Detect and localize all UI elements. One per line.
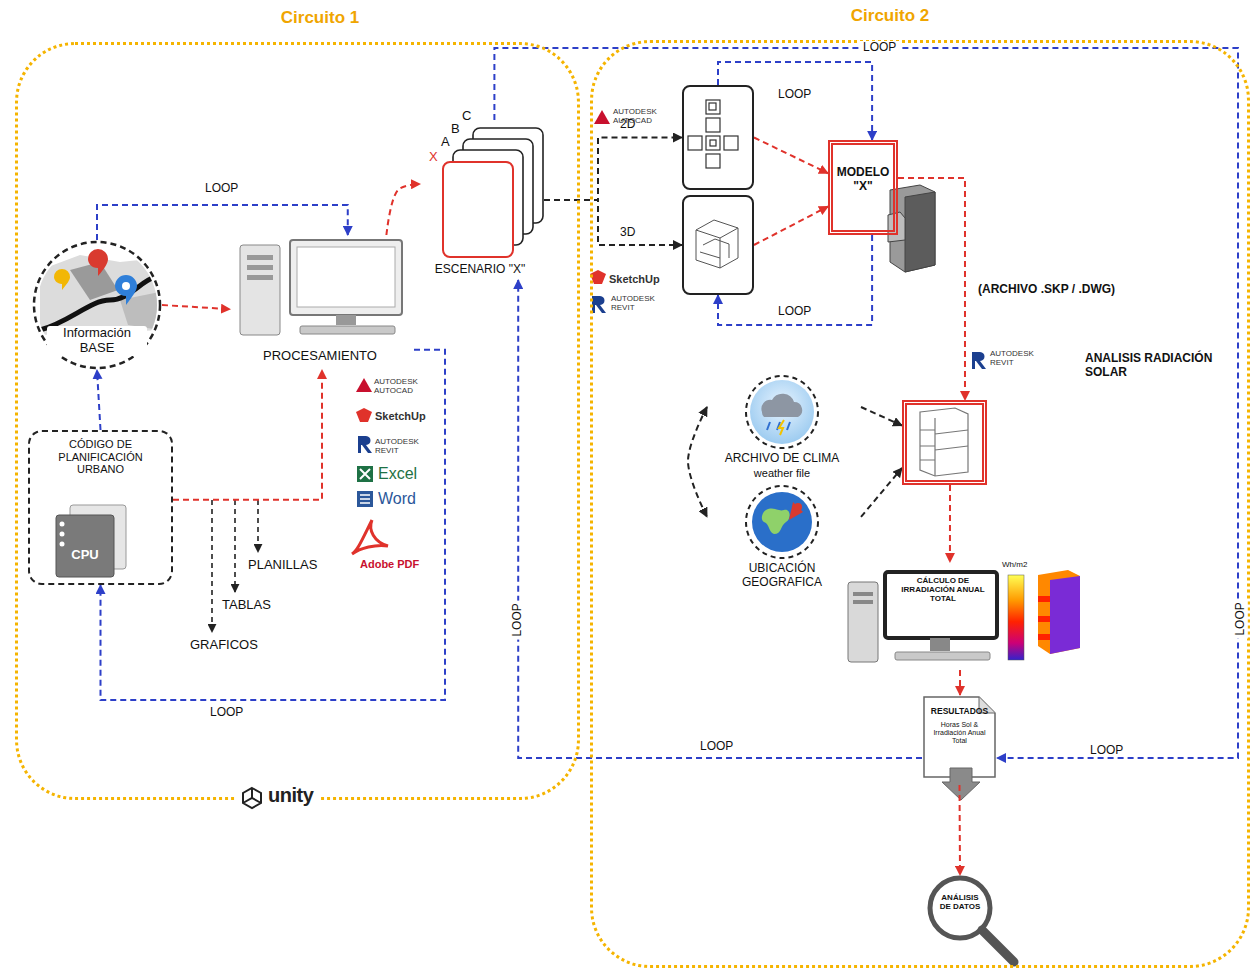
node-label: ARCHIVO DE CLIMA (707, 452, 857, 466)
circle-outline (34, 242, 160, 368)
node-sublabel: Horas Sol & Irradiación Anual Total (926, 721, 993, 745)
connector-arrow (718, 62, 872, 140)
software-name: SketchUp (609, 273, 660, 286)
analysis-box (902, 400, 987, 485)
connector-arrow (688, 407, 707, 517)
connector-arrow (101, 350, 446, 700)
node-sublabel: CPU (58, 548, 112, 563)
scenario-letter: C (462, 109, 471, 124)
file-format-note: (ARCHIVO .SKP / .DWG) (978, 283, 1115, 297)
node-label: PROCESAMIENTO (230, 349, 410, 364)
output-label: GRAFICOS (190, 638, 258, 653)
edge-label: LOOP (860, 41, 899, 55)
loop-label: LOOP (511, 600, 525, 639)
software-name: AUTODESK REVIT (990, 349, 1034, 367)
node-label: CÓDIGO DE PLANIFICACIÓN URBANO (34, 438, 167, 476)
loop-label: LOOP (1090, 744, 1123, 758)
planning-code-box: CÓDIGO DE PLANIFICACIÓN URBANO CPU (28, 430, 173, 585)
software-name: Word (378, 490, 416, 508)
data-analysis-magnifier: ANÁLISIS DE DATOS (927, 875, 993, 941)
circle-outline (930, 878, 990, 938)
edge-label: LOOP (700, 740, 733, 754)
node-label: RESULTADOS (926, 707, 993, 717)
plan-2d-box (682, 85, 754, 190)
output-label: PLANILLAS (248, 558, 317, 573)
node-label: Información BASE (47, 326, 147, 356)
base-info-circle: Información BASE (32, 240, 162, 370)
node-sublabel: weather file (707, 467, 857, 480)
software-name: AUTODESK AUTOCAD (374, 377, 418, 395)
edge-label: 3D (620, 226, 635, 240)
connector-arrow (162, 305, 230, 309)
connector-arrow (97, 370, 101, 430)
connector-arrow (544, 138, 682, 201)
node-label: Circuito 1 (230, 8, 410, 28)
circuit-region: Circuito 2MODELO "X"ARCHIVO DE CLIMAweat… (590, 40, 1250, 968)
unit-label: Wh/m2 (1002, 560, 1027, 569)
software-name: Excel (378, 465, 417, 483)
node-label: MODELO "X" (832, 166, 894, 194)
connector-arrow (861, 407, 902, 426)
software-name: SketchUp (375, 410, 426, 423)
model-box: MODELO "X" (828, 140, 898, 235)
connector-arrow (754, 138, 828, 174)
unity-logo (240, 786, 264, 810)
edge-label: 2D (620, 118, 635, 132)
connector-arrow (544, 200, 682, 245)
scenario-letter: B (451, 122, 460, 137)
connector-arrow (494, 48, 1238, 758)
node-label: UBICACIÓN GEOGRAFICA (707, 562, 857, 590)
connector-arrow (97, 205, 348, 240)
model-3d-box (682, 195, 754, 295)
edge-label: LOOP (210, 706, 243, 720)
location-circle: UBICACIÓN GEOGRAFICA (707, 484, 861, 594)
edge-label: LOOP (778, 305, 811, 319)
connector-arrow (718, 235, 872, 325)
node-label: Circuito 2 (800, 6, 980, 26)
software-name: Adobe PDF (360, 558, 419, 571)
platform-logo: unity (236, 784, 319, 807)
processing-computer: PROCESAMIENTO (230, 235, 414, 370)
connector-arrow (959, 785, 962, 875)
results-document: RESULTADOS Horas Sol & Irradiación Anual … (922, 695, 997, 785)
circuit-region: Circuito 1Información BASECÓDIGO DE PLAN… (15, 42, 580, 800)
node-label: ESCENARIO "X" (420, 263, 540, 277)
section-title: ANALISIS RADIACIÓN SOLAR (1085, 352, 1215, 380)
loop-label: LOOP (1234, 599, 1248, 638)
software-name: AUTODESK REVIT (611, 294, 655, 312)
edge-label: LOOP (205, 182, 238, 196)
circle-outline (746, 486, 818, 558)
node-label: CÁLCULO DE IRRADIACIÓN ANUAL TOTAL (891, 576, 995, 604)
output-label: TABLAS (222, 598, 271, 613)
connector-arrow (173, 370, 322, 500)
connector-arrow (959, 670, 961, 695)
scenario-letter: A (441, 135, 450, 150)
connector-arrow (898, 178, 965, 400)
node-label: ANÁLISIS DE DATOS (935, 893, 985, 911)
calculation-computer: CÁLCULO DE IRRADIACIÓN ANUAL TOTAL (845, 562, 1000, 670)
connector-arrow (386, 184, 420, 235)
circle-outline (746, 376, 818, 448)
scenario-stack: ESCENARIO "X" (420, 120, 544, 280)
weather-circle: ARCHIVO DE CLIMAweather file (707, 374, 861, 484)
connector-arrow (861, 468, 902, 517)
software-name: AUTODESK REVIT (375, 437, 419, 455)
connector-arrow (754, 207, 828, 246)
edge-label: LOOP (778, 88, 811, 102)
scenario-letter: X (429, 150, 438, 165)
connector-arrow (949, 485, 951, 562)
